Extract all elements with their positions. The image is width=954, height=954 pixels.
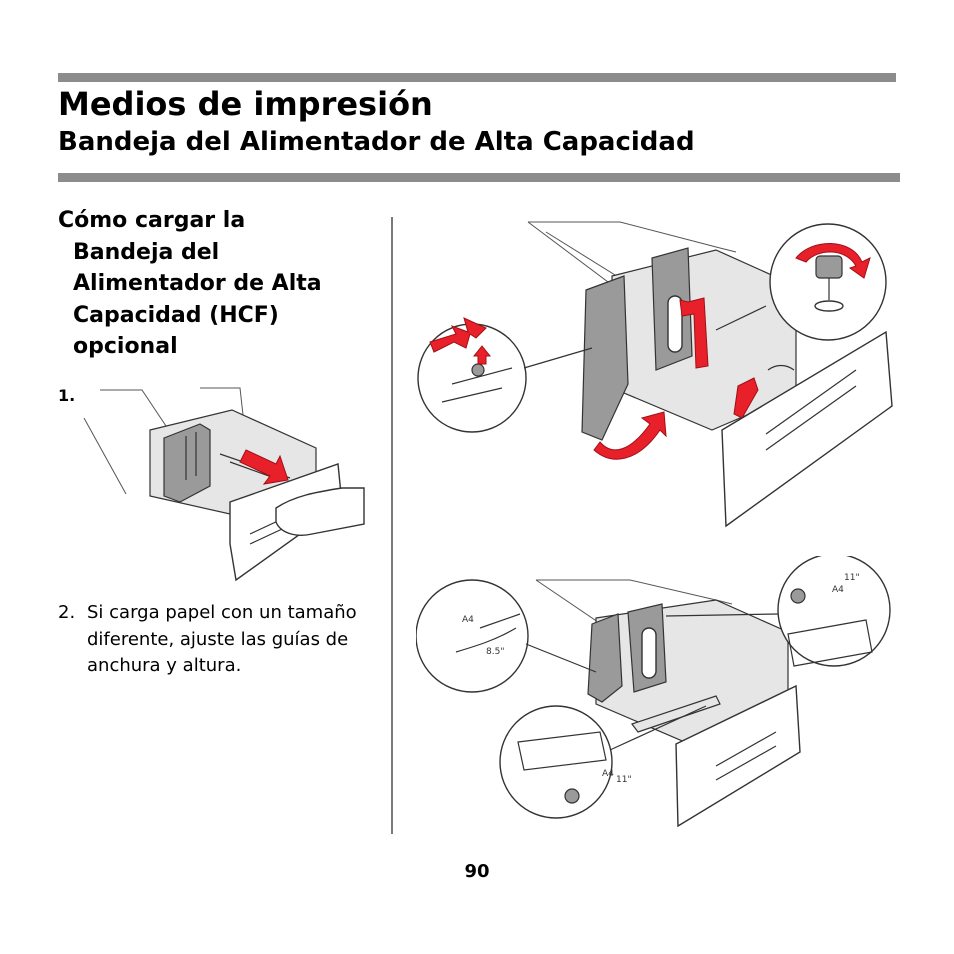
step-2-text: Si carga papel con un tamaño diferente, …: [87, 602, 357, 676]
inset-callout-line: [523, 347, 593, 369]
knob-callout-line: [715, 305, 767, 331]
inset-callout-line-bottom: [609, 705, 707, 751]
column-divider: [391, 217, 393, 834]
guide-adjust-illustration: [417, 221, 893, 528]
page-subtitle: Bandeja del Alimentador de Alta Capacida…: [58, 127, 695, 157]
tray-handle-lines: [765, 369, 857, 451]
guide-slot: [641, 627, 657, 679]
section-heading-line: Cómo cargar la: [58, 208, 246, 233]
inset-callout-line: [525, 643, 597, 673]
screw-hole-icon: [814, 300, 844, 312]
top-rule: [58, 73, 896, 82]
width-scale-inset: [416, 579, 529, 693]
guide-knob-icon: [564, 788, 580, 804]
page-number: 90: [464, 861, 490, 882]
width-guide: [587, 613, 623, 703]
paper-guide: [163, 423, 211, 503]
tray-handle-lines: [715, 731, 777, 781]
guide-slot-lines: [441, 367, 513, 403]
raise-arrow-icon: [679, 297, 709, 369]
a4-label: A4: [462, 615, 474, 625]
a4-label-right: A4: [832, 585, 844, 595]
tray-front-panel: [721, 330, 893, 528]
section-heading: Cómo cargar la Bandeja del Alimentador d…: [58, 205, 378, 363]
rotate-knob-arrow-icon: [795, 243, 871, 279]
width-guide: [581, 275, 629, 441]
section-heading-line: Bandeja del: [73, 239, 220, 265]
letter-height-label-bottom: 11": [616, 775, 632, 785]
guide-scale-inset-bottom: [499, 705, 613, 819]
step-1-number: 1.: [58, 386, 76, 405]
up-arrow-icon: [472, 345, 492, 365]
guide-slot: [185, 432, 197, 480]
guide-bracket: [787, 619, 873, 667]
a4-label-bottom: A4: [602, 769, 614, 779]
printer-body-outline: [536, 579, 733, 605]
printer-side-line: [83, 417, 127, 495]
side-arrow-icon: [733, 377, 759, 419]
width-scale-slots: [455, 613, 521, 653]
printer-top-line: [200, 387, 245, 425]
section-heading-line: Capacidad (HCF): [73, 302, 279, 328]
page-title: Medios de impresión: [58, 85, 433, 123]
guide-knob-icon: [471, 363, 485, 377]
guide-slot: [667, 295, 683, 353]
guide-knob-icon: [790, 588, 806, 604]
step-2-number: 2.: [58, 602, 76, 623]
rotate-arrow-icon: [593, 411, 667, 460]
tray-open-illustration: [83, 387, 365, 582]
height-scale-inset: [777, 556, 891, 667]
tray-front-panel: [675, 684, 801, 828]
printer-body-outline: [528, 221, 737, 253]
hand: [275, 487, 365, 536]
knob-detail-inset: [769, 223, 887, 341]
section-heading-line: Alimentador de Alta: [73, 271, 322, 296]
inset-callout-line-right: [665, 613, 779, 617]
letter-width-label: 8.5": [486, 647, 504, 657]
printer-body-outline: [100, 389, 171, 433]
paper-sheet: [631, 695, 721, 733]
section-heading-line: opcional: [73, 334, 178, 359]
zigzag-arrow-icon: [429, 317, 487, 353]
thumb-screw-icon: [815, 255, 843, 279]
paper-size-guides-illustration: A4 8.5" A4 11" A4 11": [416, 556, 891, 828]
pull-arrow-icon: [239, 449, 289, 485]
letter-height-label-right: 11": [844, 573, 860, 583]
guide-bracket-bottom: [517, 731, 607, 771]
bottom-rule: [58, 173, 900, 182]
rear-guide-lever: [767, 364, 795, 371]
